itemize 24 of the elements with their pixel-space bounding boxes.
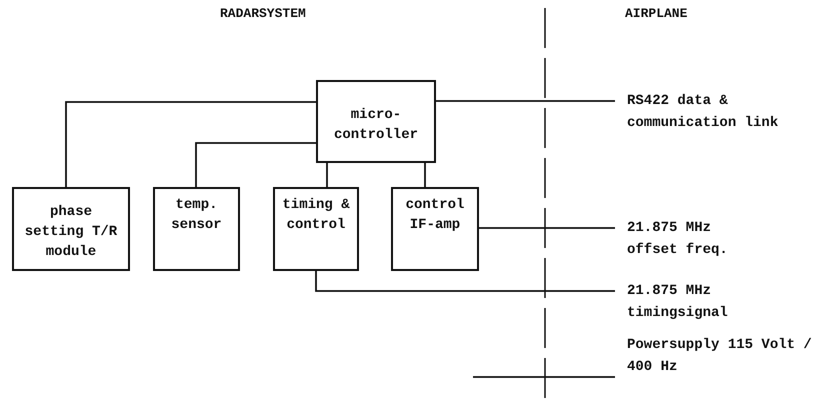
block-box	[391, 187, 479, 271]
connector-line	[315, 271, 615, 292]
block-label: temp. sensor	[170, 196, 223, 235]
block-label: timing & control	[281, 196, 351, 235]
block-box	[273, 187, 359, 271]
block-box	[316, 80, 436, 163]
connector-line	[473, 376, 615, 378]
block-label: micro- controller	[332, 106, 419, 144]
block-label: control IF-amp	[404, 196, 466, 235]
signal-label: 21.875 MHz timingsignal	[627, 283, 728, 321]
section-heading: AIRPLANE	[625, 6, 688, 21]
connector-line	[195, 142, 316, 187]
connector-line	[424, 163, 426, 187]
signal-label: 21.875 MHz offset freq.	[627, 220, 728, 258]
signal-label: Powersupply 115 Volt / 400 Hz	[627, 337, 812, 375]
connector-line	[436, 100, 615, 102]
section-heading: RADARSYSTEM	[220, 6, 306, 21]
connector-line	[479, 227, 615, 229]
block-box	[12, 187, 130, 271]
block-box	[153, 187, 240, 271]
connector-line	[65, 101, 316, 187]
signal-label: RS422 data & communication link	[627, 93, 778, 131]
connector-line	[326, 163, 328, 187]
block-label: phase setting T/R module	[24, 203, 118, 262]
